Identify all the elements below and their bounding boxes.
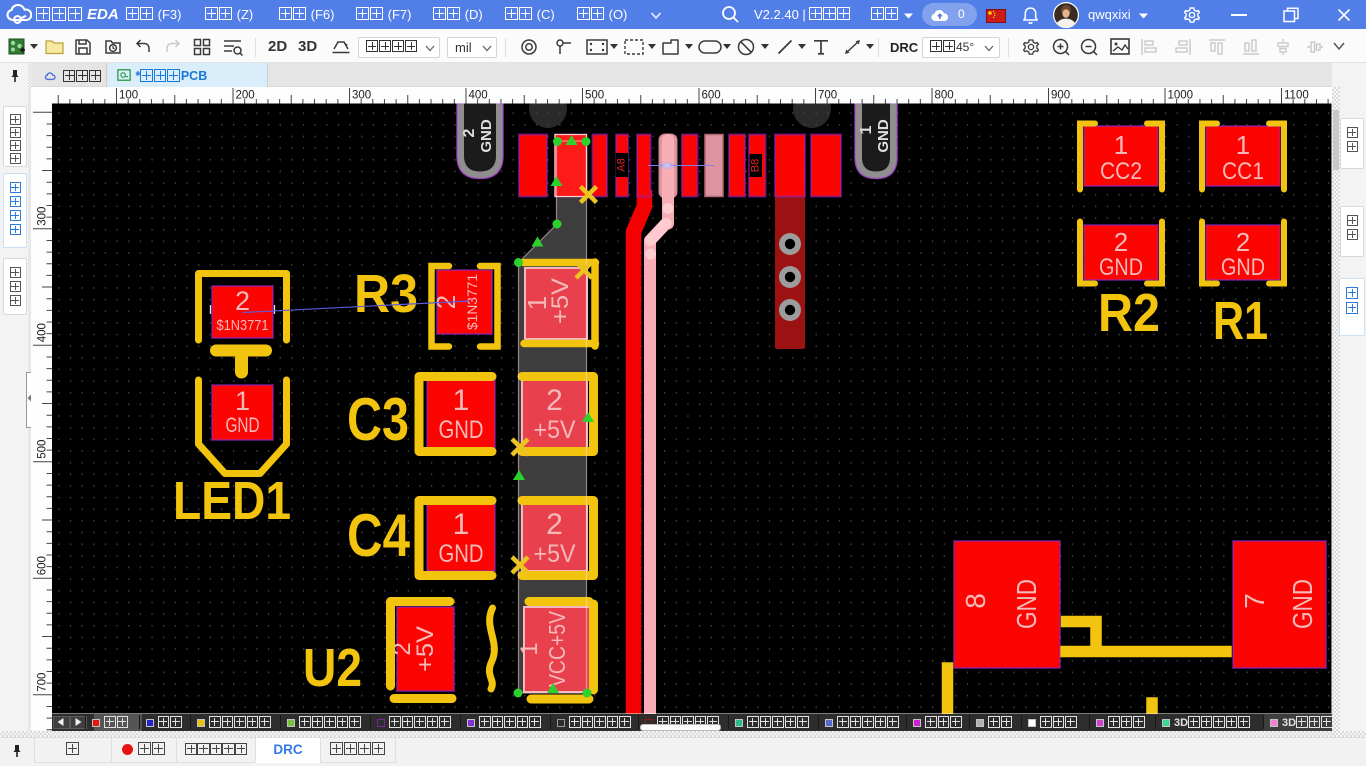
svg-text:800: 800 [935,90,954,102]
svg-text:+5V: +5V [534,416,576,444]
svg-text:+5V: +5V [412,626,439,672]
svg-text:R3: R3 [354,264,418,324]
svg-text:1000: 1000 [1168,90,1194,102]
svg-text:500: 500 [37,440,49,459]
svg-text:2: 2 [461,128,478,137]
svg-text:GND: GND [875,119,892,153]
svg-text:400: 400 [469,90,488,102]
svg-text:C3: C3 [347,386,409,453]
svg-text:GND: GND [1011,579,1042,629]
svg-text:2: 2 [235,286,250,316]
svg-text:8: 8 [960,593,991,609]
svg-text:R1: R1 [1213,291,1268,351]
svg-text:2: 2 [1114,227,1128,257]
svg-text:R2: R2 [1098,283,1160,343]
svg-text:U2: U2 [303,638,362,698]
svg-text:2: 2 [546,508,563,541]
svg-text:100: 100 [119,90,138,102]
svg-text:VCC+5V: VCC+5V [544,610,570,687]
svg-text:700: 700 [37,673,49,692]
svg-text:1: 1 [858,125,875,134]
svg-text:200: 200 [236,90,255,102]
svg-text:A8: A8 [616,158,628,171]
svg-text:1: 1 [1236,130,1250,160]
svg-text:300: 300 [352,90,371,102]
svg-text:300: 300 [37,207,49,226]
svg-text:700: 700 [818,90,837,102]
svg-text:1: 1 [516,642,543,655]
svg-text:GND: GND [478,119,495,153]
svg-text:$1N3771: $1N3771 [217,318,269,334]
svg-text:C4: C4 [347,502,411,569]
svg-text:600: 600 [702,90,721,102]
svg-text:7: 7 [1239,593,1270,609]
svg-text:$1N3771: $1N3771 [464,274,480,330]
svg-text:2: 2 [389,642,416,655]
svg-text:1: 1 [522,296,552,310]
svg-text:1: 1 [453,508,470,541]
svg-text:1: 1 [1114,130,1128,160]
svg-text:LED1: LED1 [173,471,291,531]
svg-text:1: 1 [235,386,250,416]
svg-text:CC2: CC2 [1100,158,1142,185]
svg-text:2: 2 [1236,227,1250,257]
svg-text:GND: GND [226,414,260,437]
svg-text:2: 2 [546,384,563,417]
svg-text:400: 400 [37,323,49,342]
svg-text:GND: GND [439,540,484,568]
svg-text:1100: 1100 [1284,90,1309,102]
svg-text:500: 500 [585,90,604,102]
svg-text:GND: GND [1099,254,1143,281]
svg-text:B8: B8 [750,159,762,172]
svg-text:CC1: CC1 [1222,158,1264,185]
svg-text:GND: GND [439,416,484,444]
svg-text:+5V: +5V [547,278,574,324]
svg-text:+5V: +5V [534,540,576,568]
svg-text:GND: GND [1221,254,1265,281]
svg-text:600: 600 [37,556,49,575]
svg-text:900: 900 [1051,90,1070,102]
svg-text:1: 1 [453,384,470,417]
svg-text:GND: GND [1287,579,1318,629]
